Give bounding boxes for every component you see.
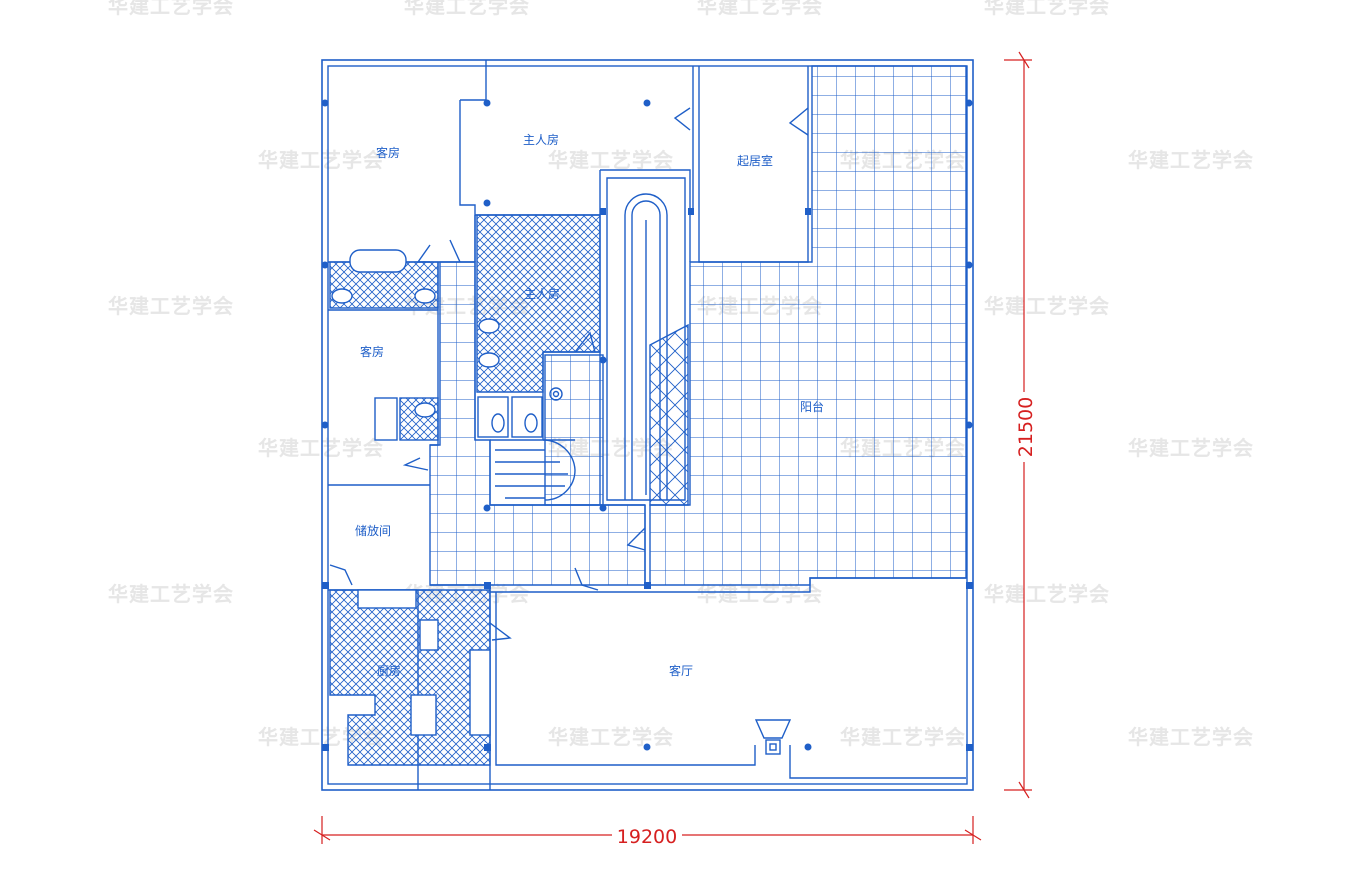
bath-fixtures (331, 249, 563, 441)
room-label-terrace: 阳台 (800, 399, 824, 414)
watermark: 华建工艺学会 (1128, 725, 1254, 749)
watermark: 华建工艺学会 (258, 148, 384, 172)
watermark: 华建工艺学会 (840, 725, 966, 749)
room-label-living-hall: 客厅 (669, 663, 693, 678)
room-label-master: 主人房 (523, 132, 559, 147)
columns (321, 99, 973, 751)
room-label-guest-top: 客房 (376, 145, 400, 160)
watermark: 华建工艺学会 (697, 0, 823, 18)
fireplace (754, 719, 792, 755)
watermark: 华建工艺学会 (404, 0, 530, 18)
room-label-master-bath: 主人房 (524, 286, 560, 301)
room-label-guest-mid: 客房 (360, 344, 384, 359)
stair-hatch (649, 323, 689, 506)
kitchen-fixtures (357, 589, 491, 736)
stair (495, 177, 686, 501)
watermark: 华建工艺学会 (548, 725, 674, 749)
watermark: 华建工艺学会 (258, 436, 384, 460)
watermark: 华建工艺学会 (1128, 436, 1254, 460)
watermark: 华建工艺学会 (1128, 148, 1254, 172)
watermark: 华建工艺学会 (108, 582, 234, 606)
dimension-width: 19200 (617, 826, 677, 848)
dimension-lines (313, 51, 1032, 844)
room-label-storage: 储放间 (355, 523, 391, 538)
door-swings (329, 107, 809, 641)
room-label-kitchen: 厨房 (377, 663, 401, 678)
watermark: 华建工艺学会 (548, 148, 674, 172)
watermark: 华建工艺学会 (984, 0, 1110, 18)
watermark: 华建工艺学会 (108, 294, 234, 318)
watermark: 华建工艺学会 (697, 582, 823, 606)
partitions (328, 60, 966, 790)
dimension-height: 21500 (1015, 397, 1037, 457)
room-label-living-small: 起居室 (737, 153, 773, 168)
watermark: 华建工艺学会 (108, 0, 234, 18)
watermark: 华建工艺学会 (984, 294, 1110, 318)
watermark: 华建工艺学会 (984, 582, 1110, 606)
kitchen-floor (329, 589, 491, 766)
